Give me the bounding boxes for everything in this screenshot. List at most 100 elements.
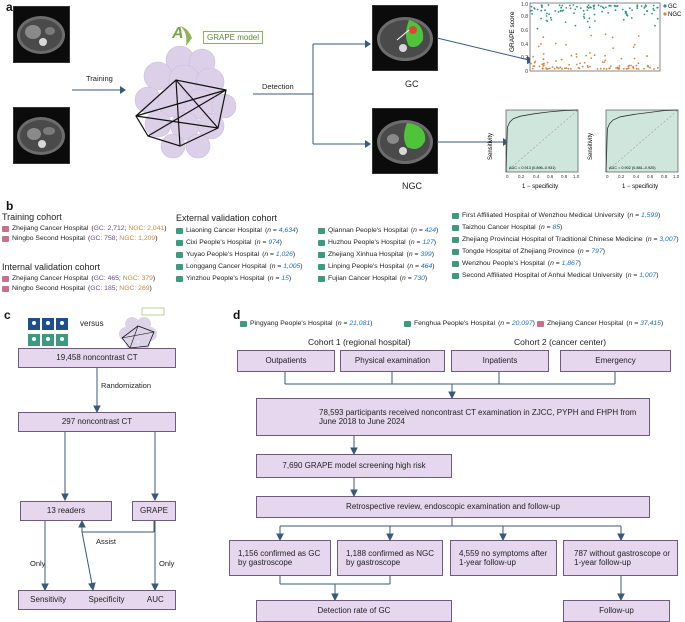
gc-point [646, 10, 649, 13]
hosp-fenghua-name: Fenghua People's Hospital [414, 320, 496, 327]
hospital-icon [404, 320, 411, 327]
box-emergency: Emergency [560, 350, 671, 372]
roc2-xlabel: 1 − specificity [622, 184, 658, 190]
hospital-icon [452, 260, 459, 267]
cohort1-label: Cohort 1 (regional hospital) [308, 337, 411, 347]
hospital-icon [2, 285, 9, 292]
only-label-2: Only [159, 559, 175, 568]
hosp-fenghua-n: 20,097 [511, 320, 533, 327]
ngc-point [604, 54, 606, 57]
internal-cohort-title: Internal validation cohort [2, 262, 101, 272]
hospital-n: 399 [420, 251, 432, 258]
hospital-icon [2, 225, 9, 232]
gc-point [605, 6, 607, 9]
hospital-icon [452, 236, 459, 243]
gc-point [626, 14, 629, 17]
training-cohort-list: Zhejiang Cancer Hospital(GC: 2,712; NGC:… [2, 225, 167, 245]
gc-point [652, 7, 655, 10]
ngc-point [551, 66, 554, 68]
ngc-point [542, 58, 545, 61]
box-19458-ct: 19,458 noncontrast CT [18, 348, 176, 368]
hospital-name: Taizhou Cancer Hospital [462, 224, 536, 231]
ngc-point [632, 65, 635, 68]
gc-point [550, 18, 553, 21]
hospital-entry: Tongde Hospital of Zhejiang Province(n =… [452, 248, 679, 255]
ngc-point [548, 67, 551, 70]
hospital-n: 3,007 [659, 236, 677, 243]
ngc-point [646, 55, 648, 57]
ngc-point [599, 67, 602, 70]
hospital-name: Liaoning Cancer Hospital [186, 227, 262, 234]
hospital-icon [2, 275, 9, 282]
ngc-point [618, 65, 621, 67]
ngc-point [625, 67, 628, 70]
gc-count: GC: 465 [93, 275, 119, 282]
gc-point [541, 6, 543, 8]
hospital-icon [318, 227, 325, 234]
hospital-entry: Qiannan People's Hospital(n = 424) [318, 227, 438, 234]
ngc-point [608, 67, 611, 70]
ngc-point [577, 66, 580, 69]
roc1-xtick: 0.2 [518, 174, 525, 179]
gc-point [614, 9, 617, 12]
gc-point [586, 9, 589, 12]
ngc-point [559, 66, 562, 69]
panel-d-arrows [276, 372, 625, 602]
gc-point [636, 5, 639, 8]
ngc-point [534, 60, 537, 63]
ngc-point [575, 53, 578, 56]
hospital-name: Zhejiang Xinhua Hospital [328, 251, 404, 258]
hospital-name: Zhejiang Provincial Hospital of Traditio… [462, 236, 643, 243]
panel-d-label: d [233, 308, 241, 322]
ngc-point [590, 34, 592, 37]
hospital-name: Longgang Cancer Hospital [186, 263, 267, 270]
panel-c-label: c [4, 308, 11, 322]
ngc-point [632, 46, 635, 48]
gc-point [530, 5, 533, 8]
ngc-point [564, 67, 566, 70]
ngc-count: NGC: 2,041 [128, 225, 165, 232]
hospital-icon [318, 275, 325, 282]
hospital-n: 4,634 [278, 227, 296, 234]
hospital-name: Zhejiang Cancer Hospital [12, 275, 89, 282]
box-outpatients: Outpatients [237, 350, 335, 372]
gc-point [554, 10, 557, 12]
hospital-name: Qiannan People's Hospital [328, 227, 408, 234]
randomization-label: Randomization [101, 381, 152, 390]
hosp-zjcc: Zhejiang Cancer Hospital (n = 37,415) [537, 320, 663, 327]
roc1-xtick: 1.0 [573, 174, 580, 179]
hospital-entry: Second Affiliated Hospital of Anhui Medi… [452, 272, 679, 279]
ngc-point [567, 67, 570, 70]
cohort2-label: Cohort 2 (cancer center) [514, 337, 607, 347]
ngc-point [643, 67, 645, 70]
ct-image-bottom [13, 107, 70, 164]
gc-point [636, 4, 639, 7]
ngc-point [546, 61, 549, 64]
ngc-point [604, 59, 607, 62]
ngc-point [589, 65, 591, 68]
training-label: Training [86, 74, 113, 83]
ngc-point [627, 67, 630, 70]
gc-point [549, 16, 552, 19]
hospital-icon [2, 235, 9, 242]
gc-point [593, 13, 596, 16]
ngc-point [603, 61, 606, 64]
hospital-entry: Yuyao People's Hospital(n = 1,026) [176, 251, 303, 258]
hosp-fenghua: Fenghua People's Hospital (n = 20,097) [404, 320, 535, 327]
ngc-point [632, 67, 635, 70]
gc-point [565, 7, 568, 9]
gc-point [622, 18, 625, 21]
ngc-point [531, 67, 534, 70]
hospital-name: Linping People's Hospital [328, 263, 405, 270]
ngc-point [568, 63, 571, 66]
hospital-icon [452, 212, 459, 219]
hospital-entry: Linping People's Hospital(n = 464) [318, 263, 438, 270]
gc-point [536, 8, 539, 11]
gc-point [640, 5, 643, 7]
ngc-point [616, 66, 619, 69]
gc-point [547, 4, 550, 6]
training-arrow [72, 86, 126, 94]
gc-point [546, 20, 549, 22]
hospital-icon [318, 239, 325, 246]
gc-point [536, 27, 539, 30]
